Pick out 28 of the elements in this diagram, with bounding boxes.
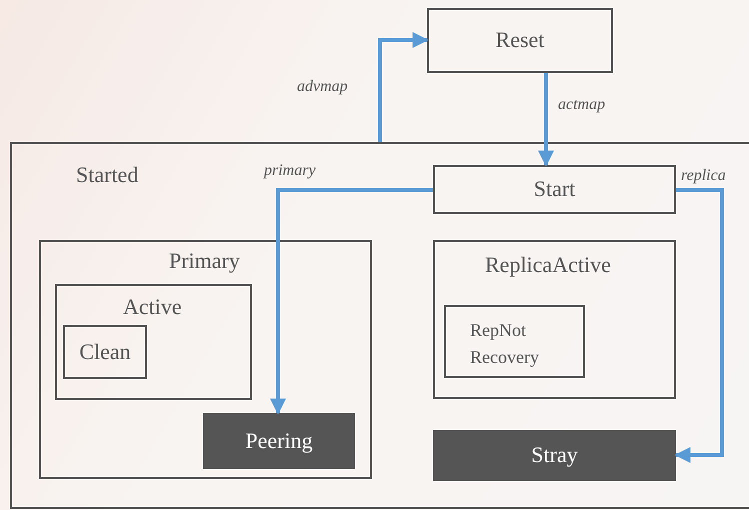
arrow [674,188,724,463]
state-box [55,284,252,400]
state-label: Reset [494,27,546,54]
edge-label: advmap [297,78,348,96]
state-label: Primary [169,247,240,275]
arrow [270,188,433,415]
state-label: ReplicaActive [485,251,611,279]
dark-state-box [203,413,355,469]
edge-label: primary [264,162,316,180]
state-label: Active [123,293,182,321]
state-box [433,240,676,399]
state-box [39,240,372,479]
arrow [538,73,554,167]
edge-label: actmap [558,96,606,114]
dark-state-box [433,430,676,481]
state-box [427,8,613,73]
state-label: Peering [244,428,314,454]
state-box [444,305,585,378]
state-label: Stray [530,442,579,469]
edge-label: replica [681,167,726,185]
arrow [378,32,429,142]
state-box [10,142,749,509]
state-box [433,165,676,214]
state-box [63,325,147,379]
state-label: Clean [78,338,132,366]
state-label: RepNot Recovery [470,319,540,369]
state-label: Start [532,176,576,203]
state-label: Started [76,161,138,189]
